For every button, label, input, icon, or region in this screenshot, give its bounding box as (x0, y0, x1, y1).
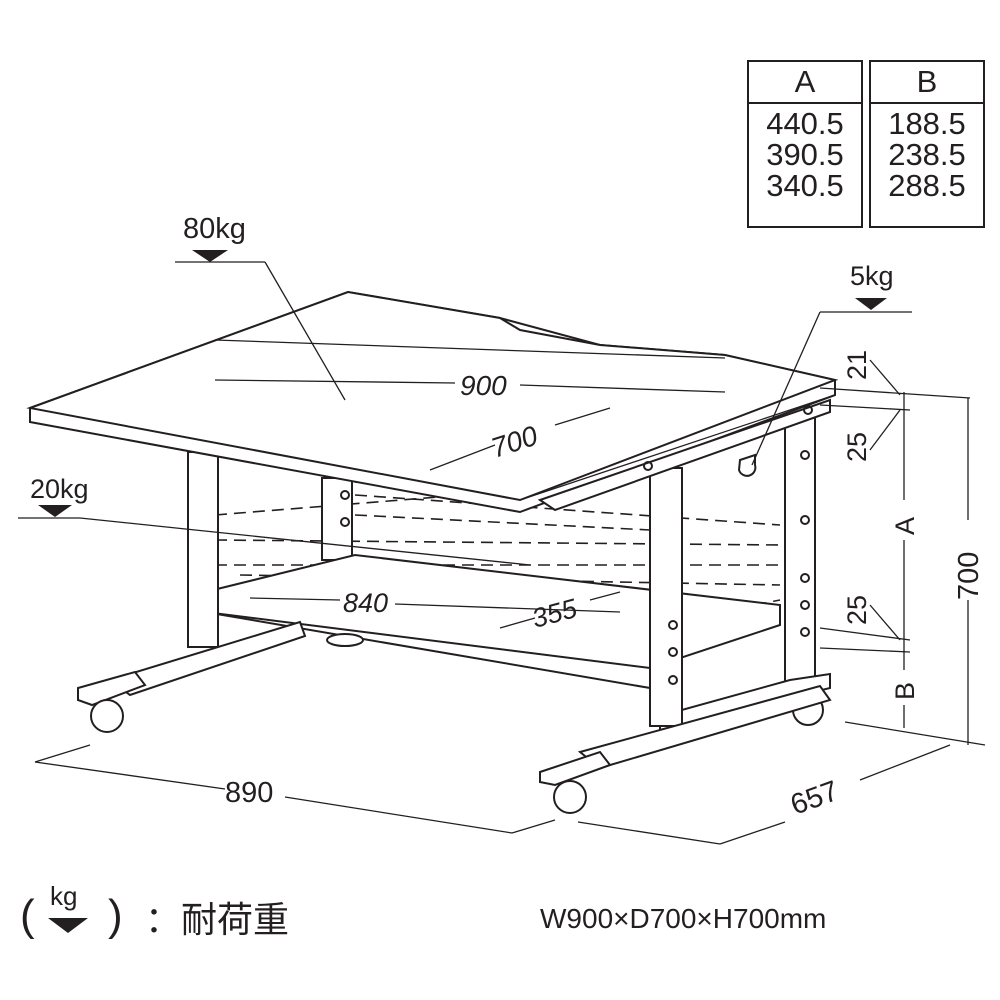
front-right-leg (649, 467, 683, 727)
dim-b: B (890, 682, 920, 700)
load-shelf: 20kg (30, 474, 89, 504)
legend-paren-close: ) (108, 891, 123, 940)
load-top: 80kg (183, 213, 246, 245)
dim-top-thickness: 25 (842, 432, 872, 462)
adjust-table-column-a: A 440.5 390.5 340.5 (747, 60, 863, 228)
desk-top (26, 290, 839, 502)
column-b-header: B (871, 62, 983, 104)
dim-a: A (890, 517, 920, 535)
front-rail (537, 398, 831, 512)
load-hook: 5kg (850, 261, 894, 291)
column-a-value: 390.5 (766, 137, 844, 172)
caster (90, 699, 124, 733)
caster (553, 780, 587, 814)
column-a-value: 440.5 (766, 106, 844, 141)
bag-hook (737, 453, 757, 477)
column-a-value: 340.5 (766, 168, 844, 203)
dim-shelf-thickness: 25 (842, 595, 872, 625)
shelf (204, 553, 781, 670)
load-arrow-icon (48, 918, 88, 933)
column-b-value: 288.5 (888, 168, 966, 203)
column-b-value: 238.5 (888, 137, 966, 172)
right-base (577, 684, 832, 770)
legend-paren-open: ( (20, 891, 35, 940)
dimension-lines (18, 250, 986, 845)
spec-text: W900×D700×H700mm (540, 903, 826, 934)
column-a-header: A (749, 62, 861, 104)
shelf-knob (326, 633, 364, 647)
dim-base-depth: 657 (786, 775, 842, 822)
legend-unit: kg (50, 881, 77, 911)
left-foot (77, 670, 147, 707)
legend-text: ：耐荷重 (145, 899, 289, 940)
back-right-leg (784, 417, 816, 691)
dim-shelf-width: 840 (343, 588, 388, 618)
dim-top-offset: 21 (842, 350, 872, 380)
right-foot (539, 750, 612, 787)
front-left-leg (187, 451, 219, 648)
adjust-table-column-b: B 188.5 238.5 288.5 (869, 60, 985, 228)
column-b-value: 188.5 (888, 106, 966, 141)
legend: ( kg ) ：耐荷重 (20, 881, 289, 940)
dim-base-width: 890 (225, 777, 273, 809)
dim-height: 700 (953, 552, 985, 600)
dim-top-width: 900 (460, 370, 507, 401)
